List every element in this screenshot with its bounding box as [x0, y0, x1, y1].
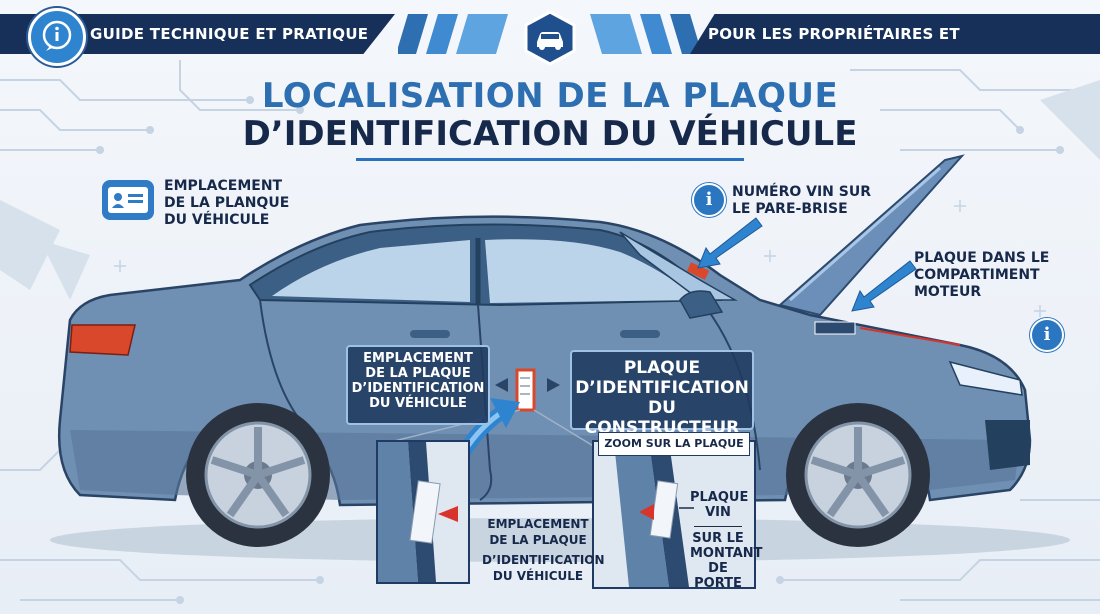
- callout-engine-line1: PLAQUE DANS LE: [914, 250, 1050, 266]
- windshield-vin-sticker: [686, 262, 710, 280]
- bottom-right-line4: MONTANT: [690, 546, 763, 561]
- id-card-graphic: [108, 187, 148, 213]
- windshield-arrow: [697, 217, 763, 269]
- zoom-title: ZOOM SUR LA PLAQUE: [598, 432, 750, 456]
- bottom-left-line2: DE LA PLAQUE: [489, 533, 587, 547]
- front-door-handle: [620, 330, 660, 338]
- page-title-line2: D’IDENTIFICATION DU VÉHICULE: [242, 114, 858, 154]
- door-id-plate: [515, 368, 536, 412]
- bottom-right-line3: SUR LE: [692, 531, 744, 546]
- zoom-left-graphic: [378, 442, 468, 582]
- callout-engine-line3: MOTEUR: [914, 284, 982, 300]
- rear-wheel: [186, 403, 330, 547]
- title-underline: [356, 158, 744, 161]
- callout-top-left-line1: EMPLACEMENT: [164, 178, 283, 194]
- grille: [985, 420, 1030, 470]
- windshield: [619, 231, 738, 301]
- engine-plate: [814, 321, 856, 335]
- bottom-right-line2: VIN: [705, 505, 731, 520]
- callout-engine: PLAQUE DANS LE COMPARTIMENT MOTEUR: [914, 250, 1049, 301]
- bottom-right-line5: DE PORTE: [694, 561, 742, 591]
- front-wheel: [786, 403, 930, 547]
- hood-highlight: [789, 166, 941, 302]
- callout-top-left-line3: DU VÉHICULE: [164, 212, 270, 228]
- door-callout-line1: EMPLACEMENT: [363, 351, 473, 366]
- door-line-back: [259, 299, 301, 421]
- header-right-text: POUR LES PROPRIÉTAIRES ET PROFESSIONNELS: [708, 25, 960, 83]
- header-stripes-right: [590, 14, 700, 54]
- bottom-left-line3: D’IDENTIFICATION: [482, 553, 605, 567]
- maker-plate-callout: PLAQUE D’IDENTIFICATION DU CONSTRUCTEUR: [570, 350, 754, 438]
- bottom-left-line1: EMPLACEMENT: [487, 517, 589, 531]
- bottom-right-divider: [694, 526, 742, 527]
- maker-callout-line1: PLAQUE: [623, 358, 701, 378]
- bottom-right-line1: PLAQUE: [690, 490, 749, 505]
- callout-top-left-line2: DE LA PLANQUE: [164, 195, 290, 211]
- tail-light: [69, 324, 136, 356]
- rear-door-handle: [410, 330, 450, 338]
- maker-callout-line2: D’IDENTIFICATION: [575, 378, 749, 398]
- open-hood: [777, 154, 965, 317]
- callout-windshield-line2: LE PARE-BRISE: [732, 201, 848, 217]
- headlight: [948, 360, 1023, 396]
- engine-pointer: [859, 327, 961, 346]
- header-left-text: GUIDE TECHNIQUE ET PRATIQUE: [90, 25, 369, 43]
- zoom-line-right: [533, 409, 601, 451]
- info-icon: [28, 8, 86, 66]
- info-icon-graphic: [42, 20, 72, 51]
- side-mirror: [679, 290, 724, 319]
- header-right-ribbon: POUR LES PROPRIÉTAIRES ET PROFESSIONNELS: [690, 14, 1100, 54]
- pointer-right-arrow: [547, 378, 560, 392]
- front-window: [485, 239, 700, 303]
- door-callout-line2: DE LA PLAQUE: [365, 366, 471, 381]
- callout-windshield: NUMÉRO VIN SUR LE PARE-BRISE: [732, 184, 871, 218]
- info-icon: i: [692, 183, 726, 217]
- car-icon: [524, 10, 576, 66]
- info-icon: i: [1030, 318, 1064, 352]
- door-callout-line4: DU VÉHICULE: [369, 396, 467, 411]
- zoom-panel-right: [592, 440, 756, 589]
- callout-top-left: EMPLACEMENT DE LA PLANQUE DU VÉHICULE: [164, 178, 289, 229]
- zoom-right-graphic: [594, 442, 754, 587]
- callout-bottom-left: EMPLACEMENT DE LA PLAQUE D’IDENTIFICATIO…: [482, 516, 605, 584]
- door-plate-callout: EMPLACEMENT DE LA PLAQUE D’IDENTIFICATIO…: [346, 345, 490, 425]
- engine-arrow: [851, 260, 917, 312]
- pointer-left-arrow: [495, 378, 508, 392]
- callout-windshield-line1: NUMÉRO VIN SUR: [732, 184, 872, 200]
- door-line-rear: [477, 304, 493, 501]
- zoom-panel-left: [376, 440, 470, 584]
- id-card-icon: [102, 180, 154, 220]
- header-stripes-left: [398, 14, 508, 54]
- callout-bottom-right: PLAQUE VIN SUR LE MONTANT DE PORTE: [690, 490, 763, 591]
- rear-window: [272, 240, 470, 302]
- callout-engine-line2: COMPARTIMENT: [914, 267, 1040, 283]
- page-title-line1: LOCALISATION DE LA PLAQUE: [261, 76, 839, 116]
- door-callout-line3: D’IDENTIFICATION: [351, 381, 485, 396]
- bottom-left-line4: DU VÉHICULE: [492, 569, 584, 583]
